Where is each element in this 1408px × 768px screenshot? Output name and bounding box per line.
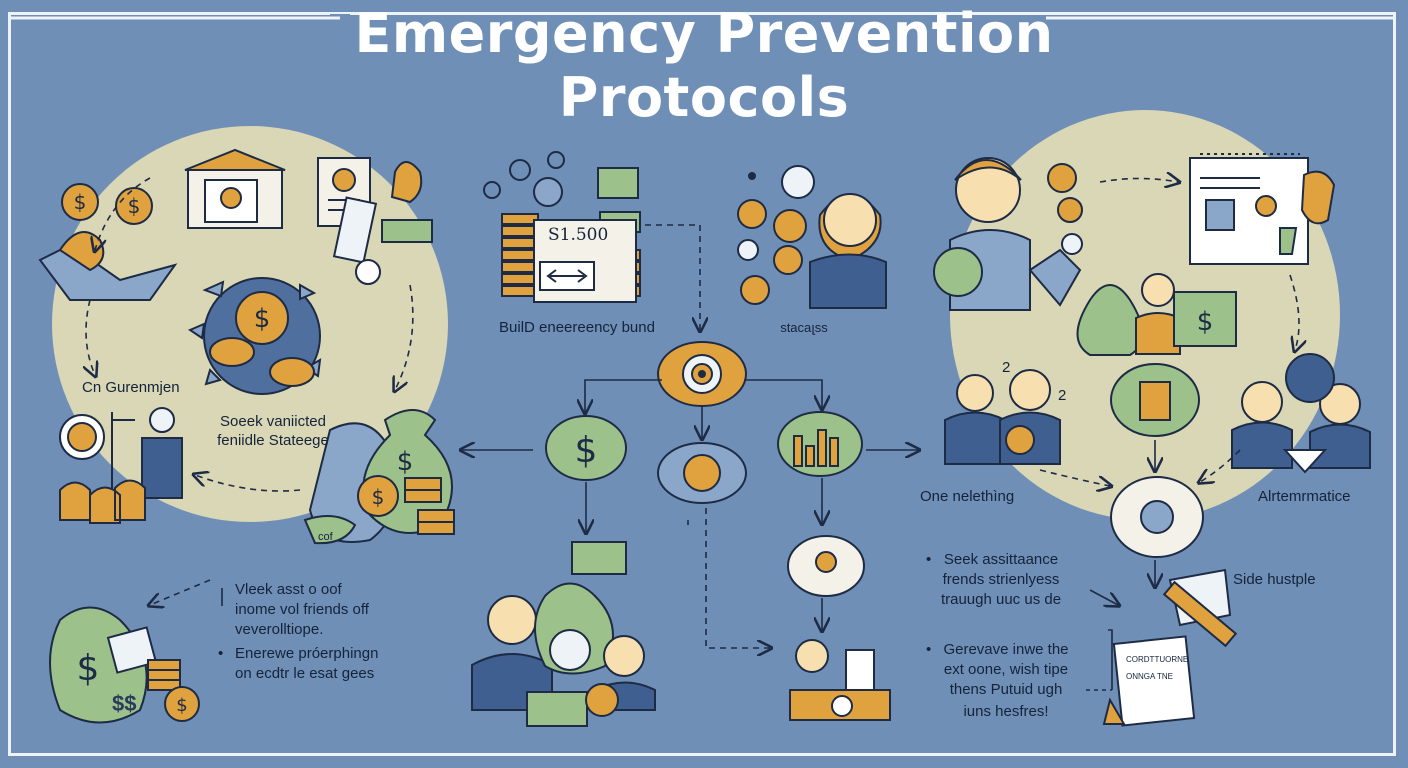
svg-text:$: $ [254, 304, 271, 334]
left-bottom-text-3: veverolltiope. [235, 621, 324, 638]
coin-icon: $ $ [61, 183, 153, 225]
left-label-mid-1: Soeek vaniicted [220, 413, 326, 430]
right-label-left: One nelethìng [920, 488, 1015, 505]
left-label-top: Cn Gurenmjen [82, 379, 180, 396]
right-bullet-a-2: frends strienlyess [942, 571, 1060, 588]
left-label-mid-2: feniidle Stateege [217, 432, 329, 449]
svg-text:$: $ [176, 695, 187, 716]
page-subtitle: Protocols [558, 66, 850, 129]
doc-title: CORDTTUORNE [1126, 655, 1189, 664]
bullet-dot: • [926, 641, 932, 658]
page-title: Emergency Prevention [354, 2, 1054, 65]
right-bullet-b-1: Gerevave inwe the [943, 641, 1069, 658]
coin-text: $$ [112, 691, 137, 716]
marker-2: 2 [1058, 387, 1067, 404]
cycle-arrows-icon: $ [187, 277, 322, 395]
build-fund-label: BuilD eneereency bund [499, 319, 655, 336]
left-bottom-text-1: Vleek asst o oof [235, 581, 342, 598]
svg-text:$: $ [128, 194, 141, 218]
right-label-right: Alrtemrmatice [1258, 488, 1351, 505]
hand-icon [38, 243, 178, 301]
bullet-dot: • [218, 645, 224, 662]
right-bullet-b-4: iuns hesfres! [963, 703, 1049, 720]
calendar-icon [1189, 153, 1336, 265]
sign-amount: S1.500 [548, 225, 609, 245]
left-bullet-1: Enerewe próerphingn [235, 645, 379, 662]
page-frame [8, 12, 1396, 756]
bag-tag: cof [318, 531, 333, 543]
left-bullet-2: on ecdtr le esat gees [235, 665, 375, 682]
bullet-dot: • [926, 551, 932, 568]
right-bullet-b-2: ext oone, wish tipe [943, 661, 1069, 678]
left-bottom-text-2: inome vol friends off [235, 601, 369, 618]
flow-hub: $ [545, 341, 865, 597]
right-bullet-b-3: thens Putuid ugh [949, 681, 1063, 698]
side-hustle-label: Side hustple [1233, 571, 1316, 588]
svg-text:$: $ [575, 430, 598, 471]
svg-text:$: $ [77, 648, 100, 689]
marker-1: 2 [1002, 359, 1011, 376]
svg-text:$: $ [74, 190, 87, 214]
svg-text:$: $ [372, 485, 385, 509]
bank-icon [184, 148, 286, 229]
right-bullet-a-1: Seek assittaance [943, 551, 1059, 568]
money-bag-icon: $ $ [303, 409, 455, 545]
right-bullet-a-3: trauugh uuc us de [940, 591, 1062, 608]
svg-text:$: $ [1197, 307, 1214, 337]
svg-text:$: $ [397, 447, 414, 477]
people-label: stacaլss [780, 320, 828, 335]
doc-line: ONNGA TNE [1126, 672, 1173, 681]
